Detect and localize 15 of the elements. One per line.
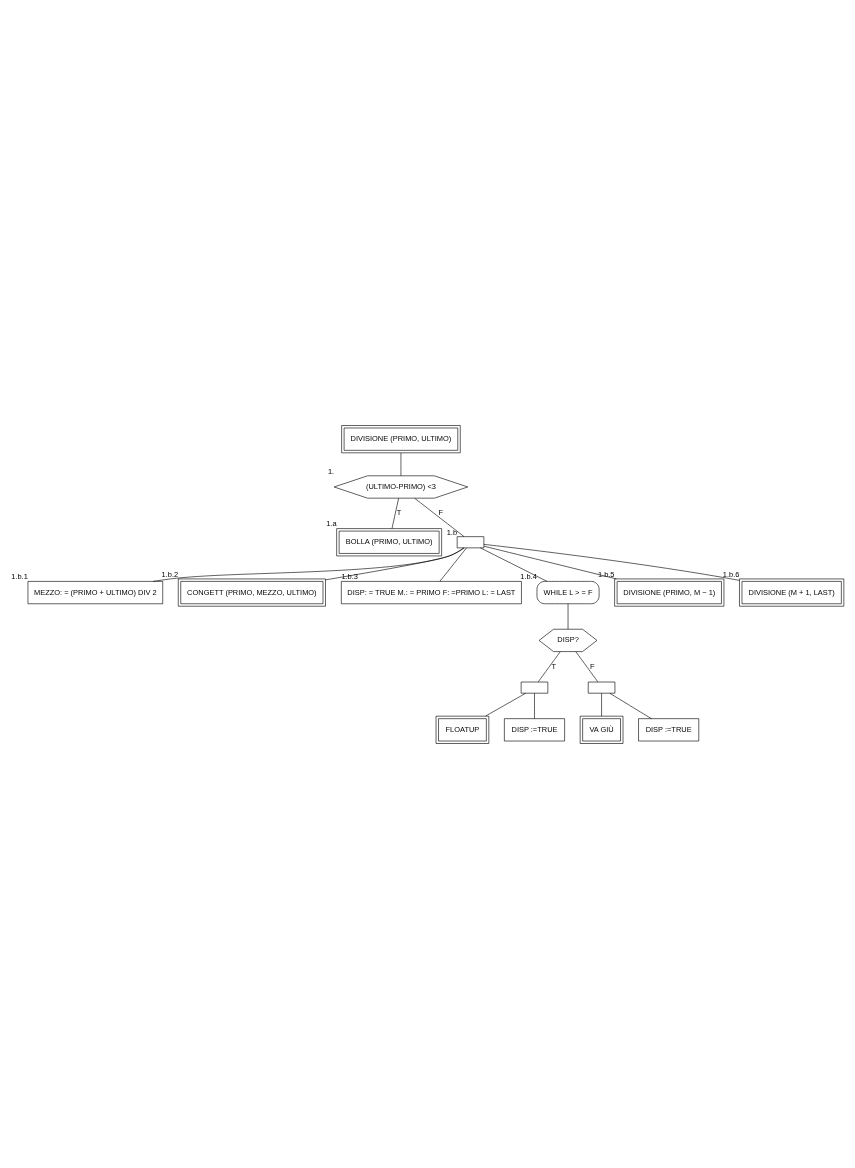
connector xyxy=(483,545,617,579)
connector xyxy=(601,692,602,716)
connector xyxy=(609,692,652,719)
connector xyxy=(483,543,740,581)
connector xyxy=(325,547,465,580)
node-box xyxy=(520,681,549,693)
connector xyxy=(152,547,465,582)
node-box xyxy=(587,681,616,693)
node-box xyxy=(456,535,485,548)
connector xyxy=(485,692,526,716)
connector xyxy=(439,547,467,582)
connector xyxy=(391,497,399,529)
connector xyxy=(414,497,465,537)
connector xyxy=(534,692,535,719)
connector xyxy=(480,547,548,582)
